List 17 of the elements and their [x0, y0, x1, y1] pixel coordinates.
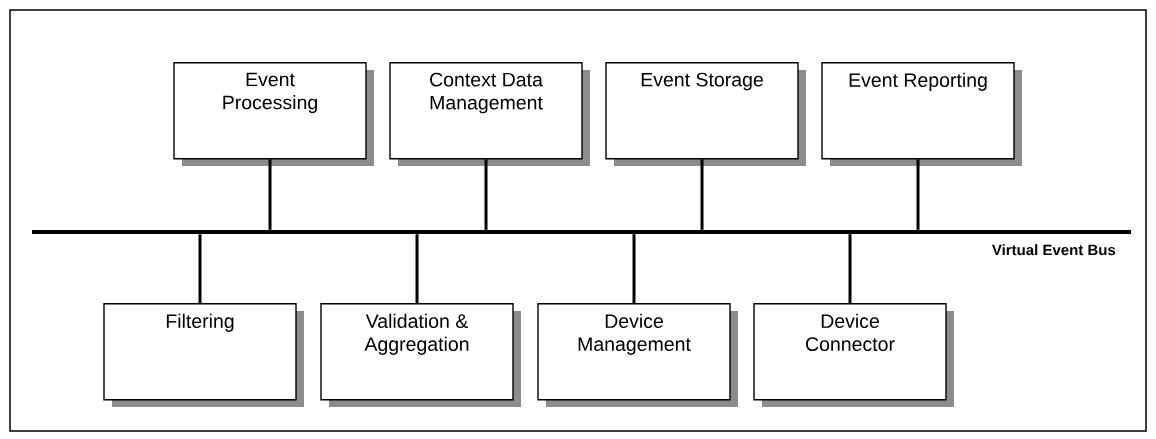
connector-line: [484, 159, 488, 230]
process-box: Event Reporting: [821, 62, 1022, 166]
connector-line: [848, 234, 852, 303]
connector-line: [632, 234, 636, 303]
connector-line: [700, 159, 704, 230]
connector-line: [415, 234, 419, 303]
process-box: Validation & Aggregation: [320, 303, 521, 407]
process-box: Device Connector: [753, 303, 954, 407]
process-box: Event Processing: [173, 62, 374, 166]
bus-label: Virtual Event Bus: [992, 244, 1116, 256]
process-box: Event Storage: [605, 62, 806, 166]
process-box: Filtering: [103, 303, 304, 407]
process-box: Device Management: [537, 303, 738, 407]
process-box: Context Data Management: [389, 62, 590, 166]
connector-line: [198, 234, 202, 303]
connector-line: [268, 159, 272, 230]
connector-line: [916, 159, 920, 230]
